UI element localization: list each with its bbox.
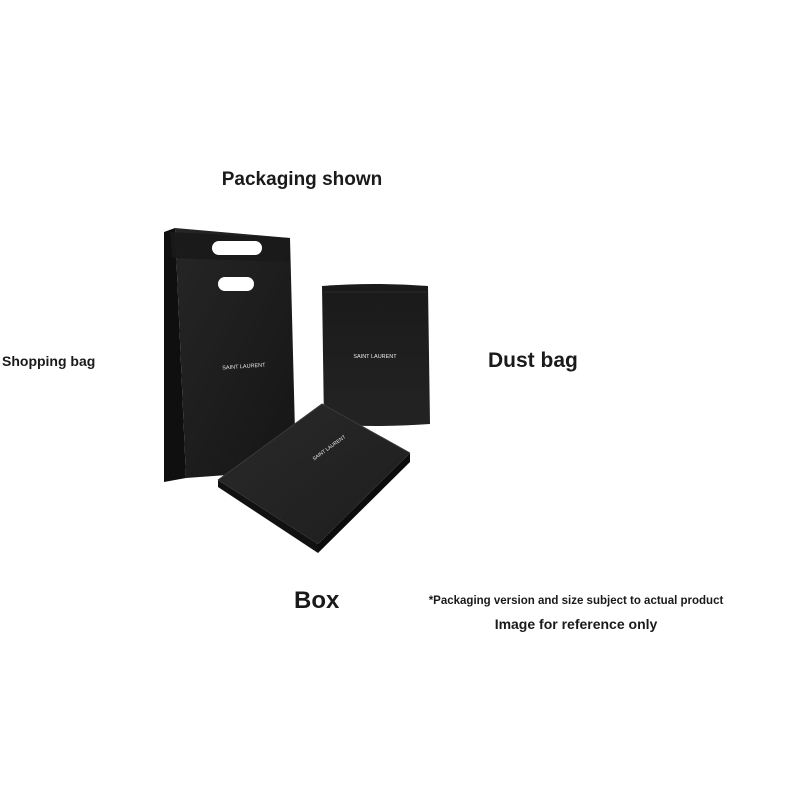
- svg-text:SAINT LAURENT: SAINT LAURENT: [353, 354, 397, 360]
- svg-text:SAINT LAURENT: SAINT LAURENT: [222, 362, 266, 371]
- shopping-bag-image: SAINT LAURENT: [164, 228, 296, 482]
- packaging-title: Packaging shown: [221, 169, 383, 190]
- shopping-bag-label: Shopping bag: [2, 353, 96, 369]
- box-label: Box: [294, 587, 340, 614]
- reference-note: Image for reference only: [494, 616, 658, 632]
- box-image: SAINT LAURENT: [217, 403, 411, 553]
- packaging-disclaimer: *Packaging version and size subject to a…: [428, 595, 724, 607]
- dust-bag-image: SAINT LAURENT: [322, 284, 430, 426]
- bag-handle: [218, 277, 254, 291]
- shopping-bag-logo: SAINT LAURENT: [222, 362, 266, 371]
- dust-bag-logo: SAINT LAURENT: [353, 354, 397, 360]
- dust-bag-label: Dust bag: [488, 349, 578, 372]
- bag-handle-top: [212, 241, 262, 255]
